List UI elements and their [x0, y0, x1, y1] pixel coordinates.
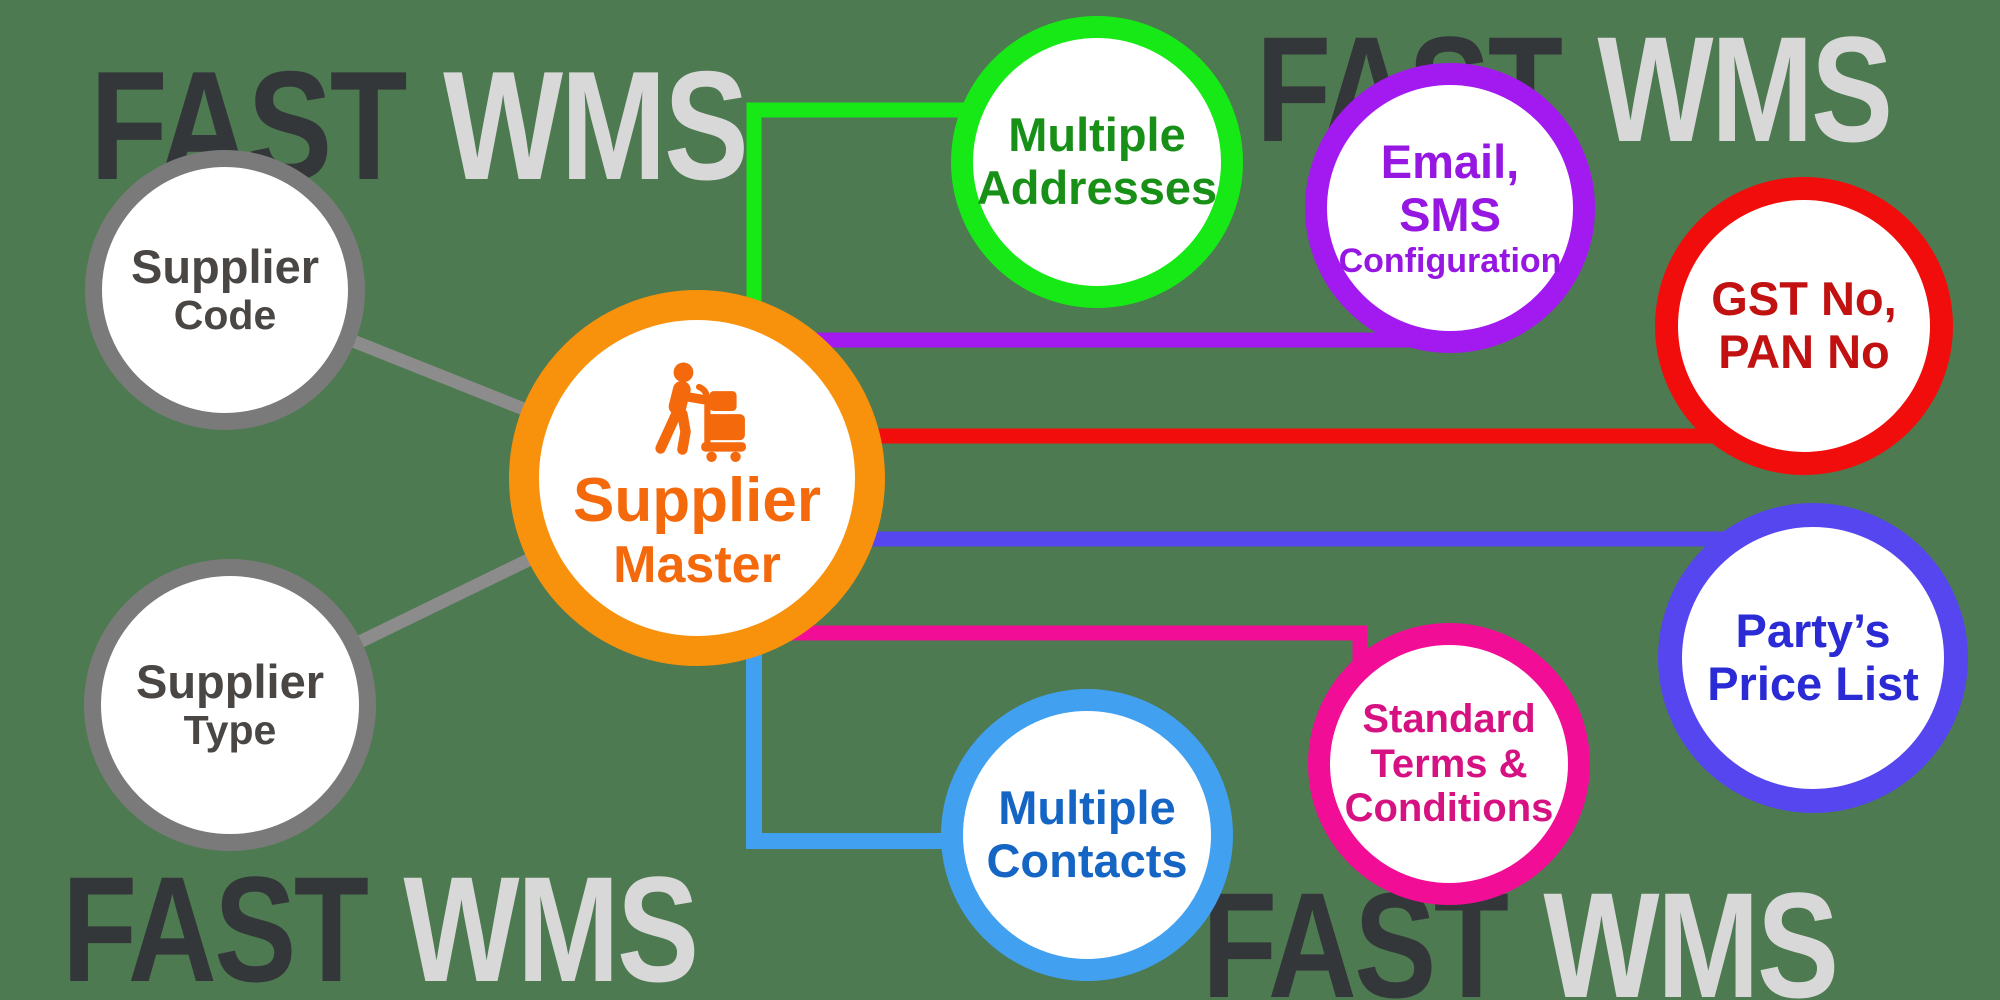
watermark-wms-text: WMS	[443, 39, 749, 212]
node-label: PAN No	[1718, 325, 1890, 378]
node-label: Email,	[1380, 135, 1520, 189]
node-multiple-contacts: Multiple Contacts	[941, 689, 1233, 981]
node-email-sms-configuration: Email, SMS Configuration	[1305, 63, 1595, 353]
node-label: Configuration	[1338, 241, 1562, 280]
node-label: Supplier	[135, 654, 325, 708]
node-label: Code	[173, 292, 277, 339]
node-label: Contacts	[986, 834, 1188, 887]
node-label: Multiple	[998, 781, 1176, 835]
worker-pushing-trolley-icon	[655, 362, 746, 463]
node-multiple-addresses: Multiple Addresses	[951, 16, 1243, 308]
watermark-wms-text: WMS	[1597, 5, 1893, 173]
watermark-fast-text: FAST	[62, 845, 369, 1000]
center-node-title: Supplier	[572, 466, 822, 536]
node-label: Multiple	[1008, 108, 1186, 162]
center-node-subtitle: Master	[613, 535, 781, 594]
node-label: Party’s	[1735, 604, 1891, 658]
node-label: Supplier	[130, 239, 320, 293]
node-standard-terms-conditions: Standard Terms & Conditions	[1308, 623, 1590, 905]
node-label: Price List	[1707, 657, 1919, 710]
node-partys-price-list: Party’s Price List	[1658, 503, 1968, 813]
node-gst-pan: GST No, PAN No	[1655, 177, 1953, 475]
connector-standard-terms	[700, 625, 1368, 690]
node-label: Type	[183, 707, 277, 754]
node-label: Conditions	[1344, 786, 1554, 831]
node-label: Terms &	[1370, 741, 1528, 786]
node-label: GST No,	[1711, 272, 1897, 326]
node-supplier-master: Supplier Master	[509, 290, 885, 666]
watermark-wms-text: WMS	[403, 845, 699, 1000]
node-label: Standard	[1362, 696, 1536, 741]
node-label: SMS	[1399, 187, 1501, 241]
node-supplier-code: Supplier Code	[85, 150, 365, 430]
node-supplier-type: Supplier Type	[84, 559, 376, 851]
watermark-wms-text: WMS	[1543, 861, 1839, 1000]
node-label: Addresses	[976, 161, 1218, 214]
